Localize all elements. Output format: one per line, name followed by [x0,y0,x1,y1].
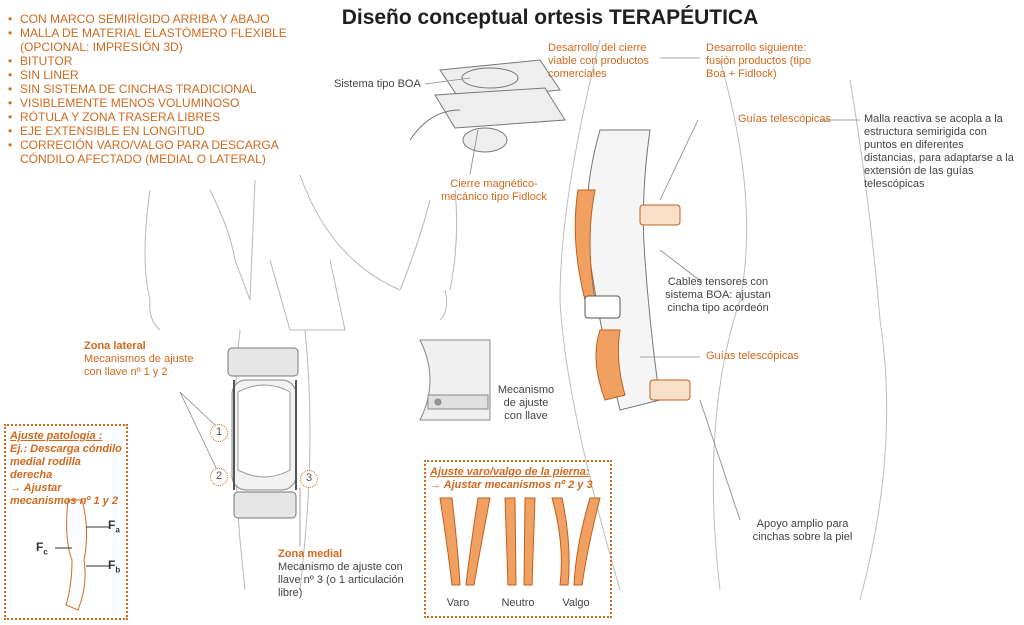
varus-title: Ajuste varo/valgo de la pierna: [430,466,606,479]
varus-line: → Ajustar mecanismos nº 2 y 3 [430,479,606,492]
lateral-heading: Zona lateral [84,340,204,353]
force-a-label: Fa [108,518,120,534]
label-apoyo: Apoyo amplio para cinchas sobre la piel [740,518,865,544]
medial-heading: Zona medial [278,548,408,561]
force-b-label: Fb [108,558,120,574]
label-desarrollo-siguiente: Desarrollo siguiente: fusión productos (… [706,42,826,81]
feature-item: SIN LINER [8,68,328,82]
leg-caption-valgo: Valgo [546,597,606,609]
page-title: Diseño conceptual ortesis TERAPÉUTICA [300,6,800,30]
pathology-line1: Ej.: Descarga cóndilo medial rodilla der… [10,443,122,482]
lateral-text: Mecanismos de ajuste con llave nº 1 y 2 [84,353,204,379]
feature-item: EJE EXTENSIBLE EN LONGITUD [8,124,328,138]
pathology-line2: → Ajustar mecanismos nº 1 y 2 [10,482,122,508]
label-guias-bottom: Guías telescópicas [706,350,816,363]
feature-item: BITUTOR [8,54,328,68]
medial-text: Mecanismo de ajuste con llave nº 3 (o 1 … [278,561,408,600]
label-cierre-desarrollo: Desarrollo del cierre viable con product… [548,42,660,81]
mechanism-number-2: 2 [210,468,228,486]
varus-valgus-box: Ajuste varo/valgo de la pierna: → Ajusta… [424,460,612,618]
boa-mechanism-drawing [410,60,565,152]
force-c-label: Fc [36,540,48,556]
front-brace-drawing [228,348,298,518]
force-c-sub: c [43,547,47,556]
label-malla: Malla reactiva se acopla a la estructura… [864,113,1014,191]
lateral-zone-label: Zona lateral Mecanismos de ajuste con ll… [84,340,204,379]
label-fidlock: Cierre magnético-mecánico tipo Fidlock [438,178,550,204]
pathology-title: Ajuste patología : [10,430,122,443]
side-brace-drawing [575,130,690,410]
feature-item: MALLA DE MATERIAL ELASTÓMERO FLEXIBLE (O… [8,26,328,54]
feature-item: CON MARCO SEMIRÍGIDO ARRIBA Y ABAJO [8,12,328,26]
mechanism-number-1: 1 [210,424,228,442]
label-boa: Sistema tipo BOA [334,78,434,91]
label-mecanismo: Mecanismo de ajuste con llave [494,384,558,423]
key-mechanism-drawing [420,340,490,420]
leg-caption-neutro: Neutro [488,597,548,609]
feature-item: VISIBLEMENTE MENOS VOLUMINOSO [8,96,328,110]
medial-zone-label: Zona medial Mecanismo de ajuste con llav… [278,548,408,600]
feature-item: SIN SISTEMA DE CINCHAS TRADICIONAL [8,82,328,96]
force-b-sub: b [115,565,120,574]
mechanism-number-3: 3 [300,470,318,488]
leg-caption-varo: Varo [428,597,488,609]
feature-item: RÓTULA Y ZONA TRASERA LIBRES [8,110,328,124]
label-guias-top: Guías telescópicas [738,113,838,126]
force-a-sub: a [115,525,119,534]
label-cables: Cables tensores con sistema BOA: ajustan… [658,276,778,315]
feature-list: CON MARCO SEMIRÍGIDO ARRIBA Y ABAJO MALL… [8,12,328,166]
feature-item: CORRECIÓN VARO/VALGO PARA DESCARGA CÓNDI… [8,138,328,166]
